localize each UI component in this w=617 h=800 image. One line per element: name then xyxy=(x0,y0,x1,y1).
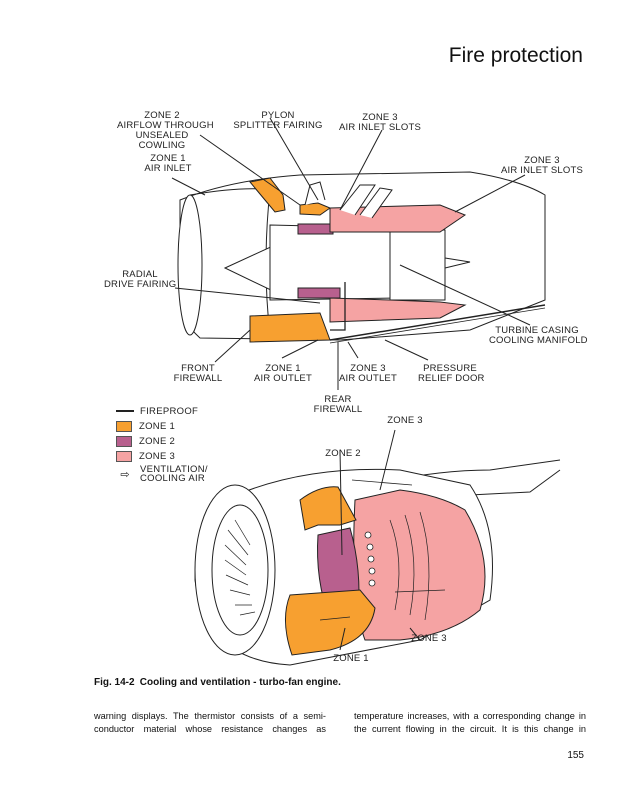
label-zone3-air-outlet: ZONE 3 AIR OUTLET xyxy=(339,363,397,384)
body-text-right-column: temperature increases, with a correspond… xyxy=(354,711,586,734)
label-zone3-air-inlet-slots-right: ZONE 3 AIR INLET SLOTS xyxy=(500,155,583,176)
figure-legend: FIREPROOF ZONE 1 ZONE 2 ZONE 3 ⇨ VENTILA… xyxy=(116,404,208,485)
fireproof-line-icon xyxy=(116,410,134,412)
zone1-top-region xyxy=(249,177,286,213)
fan-blades xyxy=(224,519,256,616)
figure-caption: Fig. 14-2 Cooling and ventilation - turb… xyxy=(94,677,341,688)
label-pylon-splitter-fairing: PYLON SPLITTER FAIRING xyxy=(233,110,323,131)
combustion-holes xyxy=(364,531,376,587)
legend-item-ventilation: ⇨ VENTILATION/ COOLING AIR xyxy=(116,464,208,484)
label-radial-drive-fairing: RADIAL DRIVE FAIRING xyxy=(104,269,177,290)
body-text-left-column: warning displays. The thermistor consist… xyxy=(94,711,326,734)
zone3-swatch-icon xyxy=(116,450,132,462)
label-zone3-top-3d: ZONE 3 xyxy=(387,415,423,426)
label-zone1-air-outlet: ZONE 1 AIR OUTLET xyxy=(254,363,312,384)
zone1-top-region-3d xyxy=(299,486,357,531)
label-zone2-3d: ZONE 2 xyxy=(325,448,361,459)
label-zone3-air-inlet-slots-top: ZONE 3 AIR INLET SLOTS xyxy=(338,112,421,133)
zone1-bottom-region-3d xyxy=(285,589,376,656)
zone2-bottom-region xyxy=(297,287,341,299)
bottom-3d-engine-diagram xyxy=(194,429,561,666)
zone1-swatch-icon xyxy=(116,420,132,432)
zone2-swatch-icon xyxy=(116,435,132,447)
zone3-region-3d xyxy=(353,489,486,641)
label-zone1-air-inlet: ZONE 1 AIR INLET xyxy=(144,153,192,174)
inlet-lip xyxy=(177,194,203,336)
page-number: 155 xyxy=(567,750,584,761)
figure-title: Cooling and ventilation - turbo-fan engi… xyxy=(139,677,341,688)
zone2-top-region xyxy=(297,223,334,235)
legend-item-fireproof: FIREPROOF xyxy=(116,404,208,418)
legend-item-zone1: ZONE 1 xyxy=(116,419,208,433)
legend-item-zone2: ZONE 2 xyxy=(116,434,208,448)
zone3-bottom-region xyxy=(329,297,467,323)
label-front-firewall: FRONT FIREWALL xyxy=(173,363,223,384)
zone1-bottom-region xyxy=(249,312,331,343)
label-turbine-casing-cooling-manifold: TURBINE CASING COOLING MANIFOLD xyxy=(489,325,588,346)
label-rear-firewall: REAR FIREWALL xyxy=(313,394,363,415)
label-pressure-relief-door: PRESSURE RELIEF DOOR xyxy=(418,363,485,384)
label-zone3-bottom-3d: ZONE 3 xyxy=(411,633,447,644)
label-zone2-airflow: ZONE 2 AIRFLOW THROUGH UNSEALED COWLING xyxy=(117,110,214,151)
page-header-title: Fire protection xyxy=(448,44,583,67)
top-cross-section-diagram xyxy=(171,117,546,390)
legend-item-zone3: ZONE 3 xyxy=(116,449,208,463)
figure-number: Fig. 14-2 xyxy=(94,677,135,688)
label-zone1-3d: ZONE 1 xyxy=(333,653,369,664)
airflow-arrow-icon: ⇨ xyxy=(120,468,130,481)
